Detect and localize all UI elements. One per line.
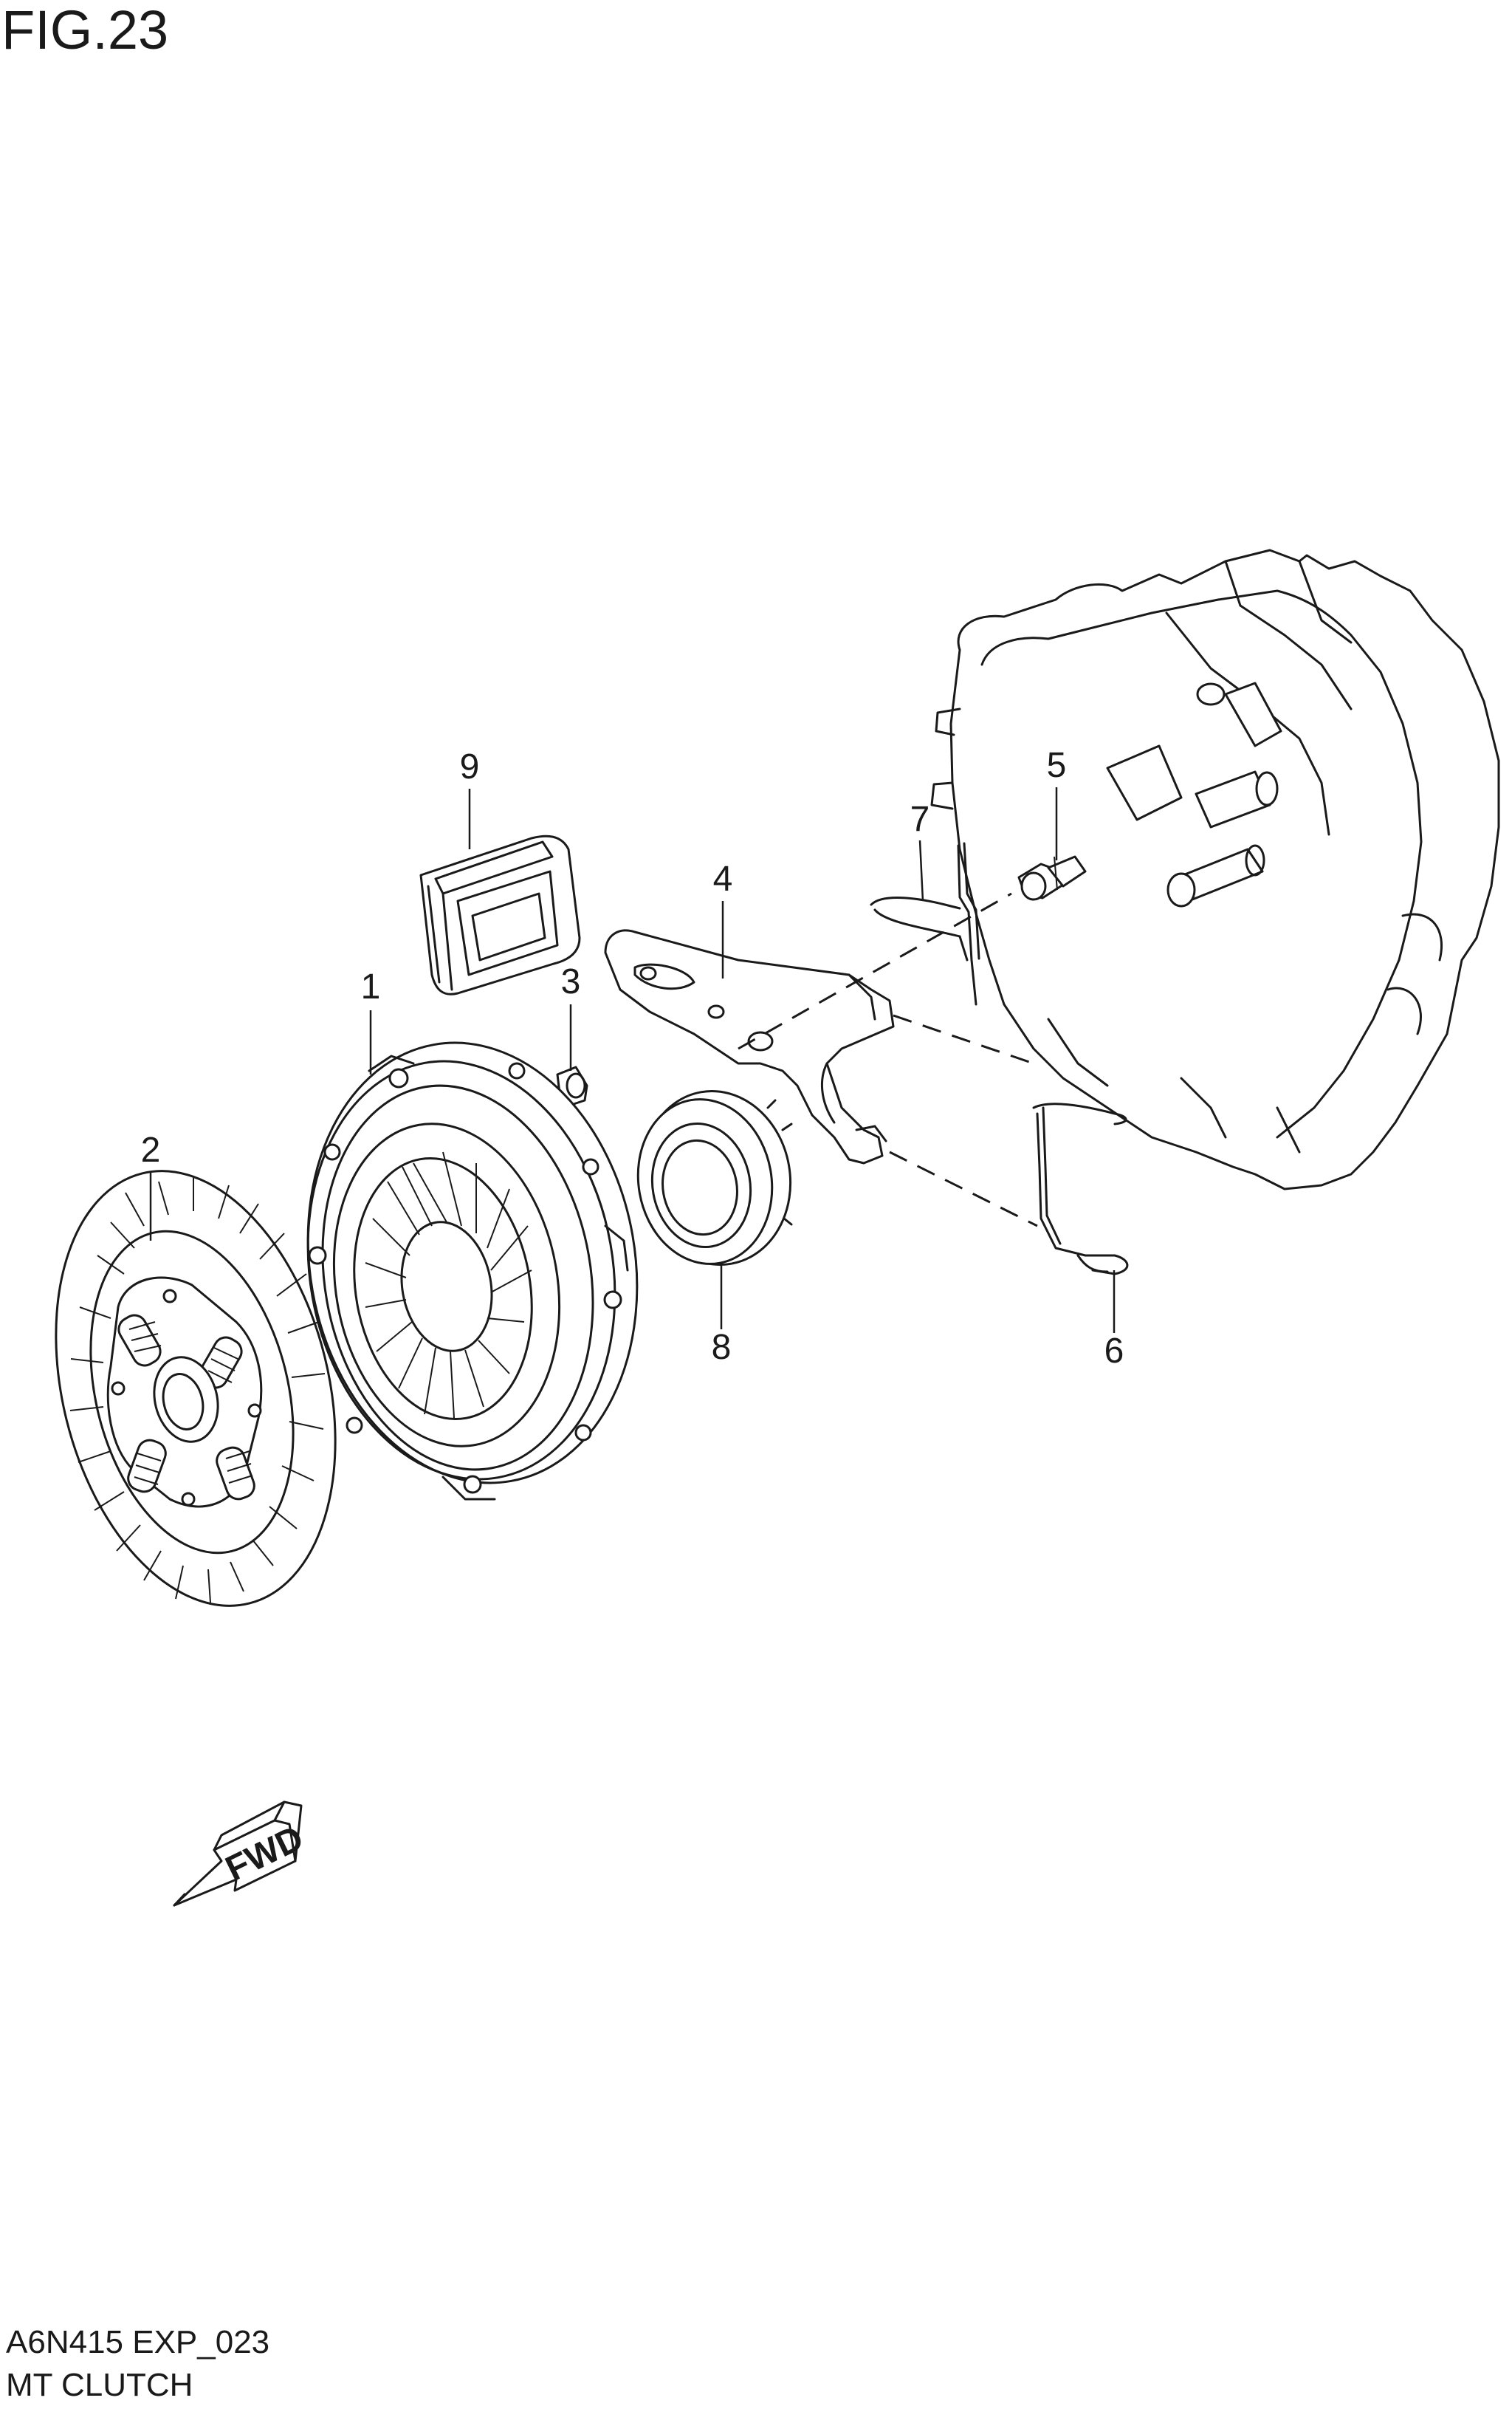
- callout-8: 8: [712, 1328, 732, 1367]
- part-1-clutch-cover: [306, 1041, 639, 1501]
- part-9-release-fork-boot: [419, 835, 581, 996]
- diagram-caption: MT CLUTCH: [6, 2367, 193, 2403]
- callout-4: 4: [713, 860, 733, 899]
- figure-title: FIG.23: [1, 0, 169, 61]
- diagram-code: A6N415 EXP_023: [6, 2324, 270, 2360]
- callout-numbers: 1 2 3 4 5 6 7 8 9: [141, 746, 1124, 1371]
- part-7-spring-clip: [870, 842, 980, 1006]
- callout-3: 3: [561, 962, 581, 1001]
- callout-leader-lines: [149, 787, 1116, 1333]
- callout-6: 6: [1104, 1332, 1124, 1371]
- callout-7: 7: [910, 800, 930, 839]
- part-6-retainer-spring: [1032, 1103, 1129, 1275]
- callout-9: 9: [460, 747, 480, 787]
- part-5-grease-fitting: [1017, 855, 1087, 901]
- callout-1: 1: [361, 967, 381, 1007]
- transmission-housing: [930, 549, 1500, 1190]
- part-8-release-bearing: [636, 1090, 793, 1266]
- callout-5: 5: [1047, 746, 1067, 785]
- assembly-dashed-lines: [738, 892, 1038, 1227]
- part-2-clutch-disc: [55, 1170, 337, 1607]
- callout-2: 2: [141, 1131, 161, 1170]
- part-4-release-fork: [604, 929, 895, 1165]
- fwd-arrow-icon: FWD: [173, 1800, 309, 1907]
